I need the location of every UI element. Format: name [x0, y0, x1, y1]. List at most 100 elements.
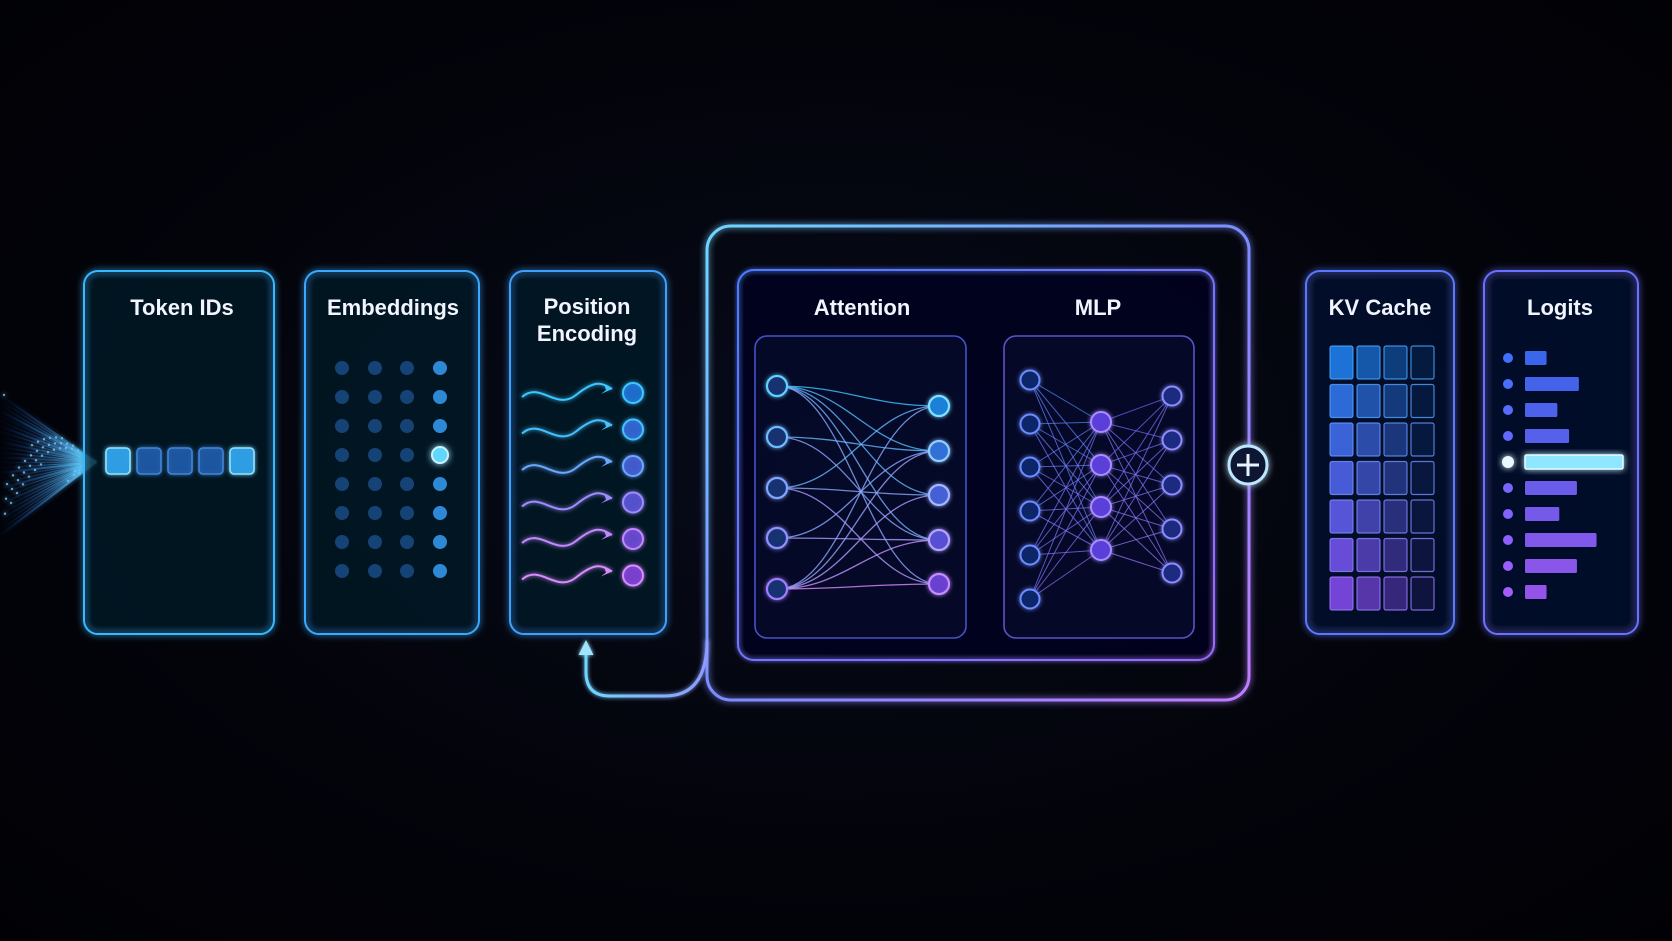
stream-particle — [11, 474, 15, 477]
attention-edge — [776, 450, 940, 590]
stream-particle — [79, 465, 83, 469]
embedding-dot — [368, 361, 382, 375]
attention-edge — [776, 487, 940, 585]
mlp-network — [1019, 369, 1183, 610]
kv-cache-grid — [1329, 345, 1435, 611]
kv-cache-title: KV Cache — [1329, 295, 1432, 320]
stream-particle — [10, 487, 14, 491]
kv-cache-cell — [1329, 460, 1354, 496]
logit-marker — [1503, 587, 1513, 597]
position-wave-arrowhead — [601, 384, 612, 394]
stream-particle — [9, 501, 13, 505]
kv-cache-cell — [1356, 383, 1381, 419]
stream-ray — [0, 430, 97, 463]
kv-cache-cell — [1356, 499, 1381, 534]
mlp-edge — [1029, 421, 1102, 512]
embedding-dot — [400, 477, 414, 491]
mlp-edge — [1100, 395, 1173, 423]
kv-cache-cell — [1410, 383, 1435, 419]
attention-output-node — [927, 528, 951, 552]
stream-particle — [17, 466, 21, 469]
embedding-dot — [335, 506, 349, 520]
attention-output-node — [927, 483, 951, 507]
embeddings-panel: Embeddings — [304, 270, 480, 635]
stream-particle — [2, 393, 6, 397]
mlp-edge — [1029, 421, 1102, 556]
logit-bar — [1525, 351, 1547, 365]
stream-particle — [5, 482, 9, 486]
embedding-dot — [400, 419, 414, 433]
embedding-dot — [335, 448, 349, 462]
stream-particle — [3, 512, 7, 515]
mlp-edge — [1100, 464, 1173, 574]
embedding-dot — [433, 506, 447, 520]
position-wave-arrowhead — [601, 420, 612, 431]
stream-particle — [34, 459, 38, 462]
kv-cache-cell — [1356, 460, 1381, 496]
mlp-edge — [1029, 421, 1102, 425]
stream-particle — [64, 446, 68, 450]
kv-cache-cell — [1383, 576, 1408, 611]
logit-marker — [1503, 405, 1513, 415]
token-square — [198, 447, 224, 475]
attention-edge — [776, 385, 940, 585]
kv-cache-cell — [1329, 345, 1354, 380]
position-wave-arrowhead — [601, 457, 612, 467]
mlp-edge — [1100, 528, 1173, 551]
logit-bar — [1524, 454, 1624, 470]
mlp-hidden-node — [1090, 496, 1112, 518]
position-wave — [521, 382, 613, 401]
stream-ray — [0, 446, 97, 463]
logit-marker — [1503, 535, 1513, 545]
mlp-input-node — [1019, 369, 1041, 391]
embedding-dot — [400, 564, 414, 578]
stream-particle — [58, 447, 62, 450]
logit-marker — [1503, 561, 1513, 571]
stream-particle — [41, 446, 45, 449]
mlp-edge — [1029, 506, 1102, 512]
embedding-dot — [400, 506, 414, 520]
kv-cache-cell — [1383, 345, 1408, 380]
position-encoding-title-line2: Encoding — [537, 321, 637, 346]
residual-loop-arrow — [578, 639, 709, 698]
stream-ray — [0, 461, 97, 537]
stream-particle — [22, 471, 26, 474]
kv-cache-cell — [1356, 345, 1381, 380]
token-square — [229, 447, 255, 475]
stream-ray — [0, 461, 97, 464]
position-wave — [521, 455, 613, 474]
mlp-output-node — [1161, 429, 1183, 451]
kv-cache-cell — [1383, 499, 1408, 534]
kv-cache-cell — [1329, 422, 1354, 457]
plus-circle-icon — [1227, 444, 1269, 486]
embedding-dot — [433, 390, 447, 404]
stream-particle — [70, 447, 74, 450]
position-wave-arrowhead — [601, 493, 612, 504]
input-light-stream — [0, 393, 97, 537]
position-encoding-panel: Position Encoding — [509, 270, 667, 635]
logit-bar — [1525, 481, 1577, 495]
mlp-output-node — [1161, 385, 1183, 407]
embedding-dot — [368, 535, 382, 549]
embedding-dot — [400, 448, 414, 462]
attention-input-node — [765, 577, 789, 601]
attention-edge — [776, 583, 940, 590]
stream-ray — [0, 394, 97, 463]
attention-edge — [776, 537, 940, 541]
mlp-edge — [1100, 549, 1173, 574]
embedding-dot — [335, 477, 349, 491]
kv-cache-cell — [1329, 499, 1354, 534]
embedding-dot — [368, 448, 382, 462]
kv-cache-cell — [1410, 499, 1435, 534]
mlp-hidden-node — [1090, 539, 1112, 561]
attention-edge — [776, 494, 940, 590]
mlp-edge — [1100, 464, 1173, 486]
attention-input-node — [765, 526, 789, 550]
logit-marker — [1503, 353, 1513, 363]
embedding-dot — [368, 477, 382, 491]
kv-cache-cell — [1383, 460, 1408, 496]
kv-cache-panel: KV Cache — [1305, 270, 1455, 635]
logits-panel: Logits — [1483, 270, 1639, 635]
stream-particle — [60, 437, 64, 440]
